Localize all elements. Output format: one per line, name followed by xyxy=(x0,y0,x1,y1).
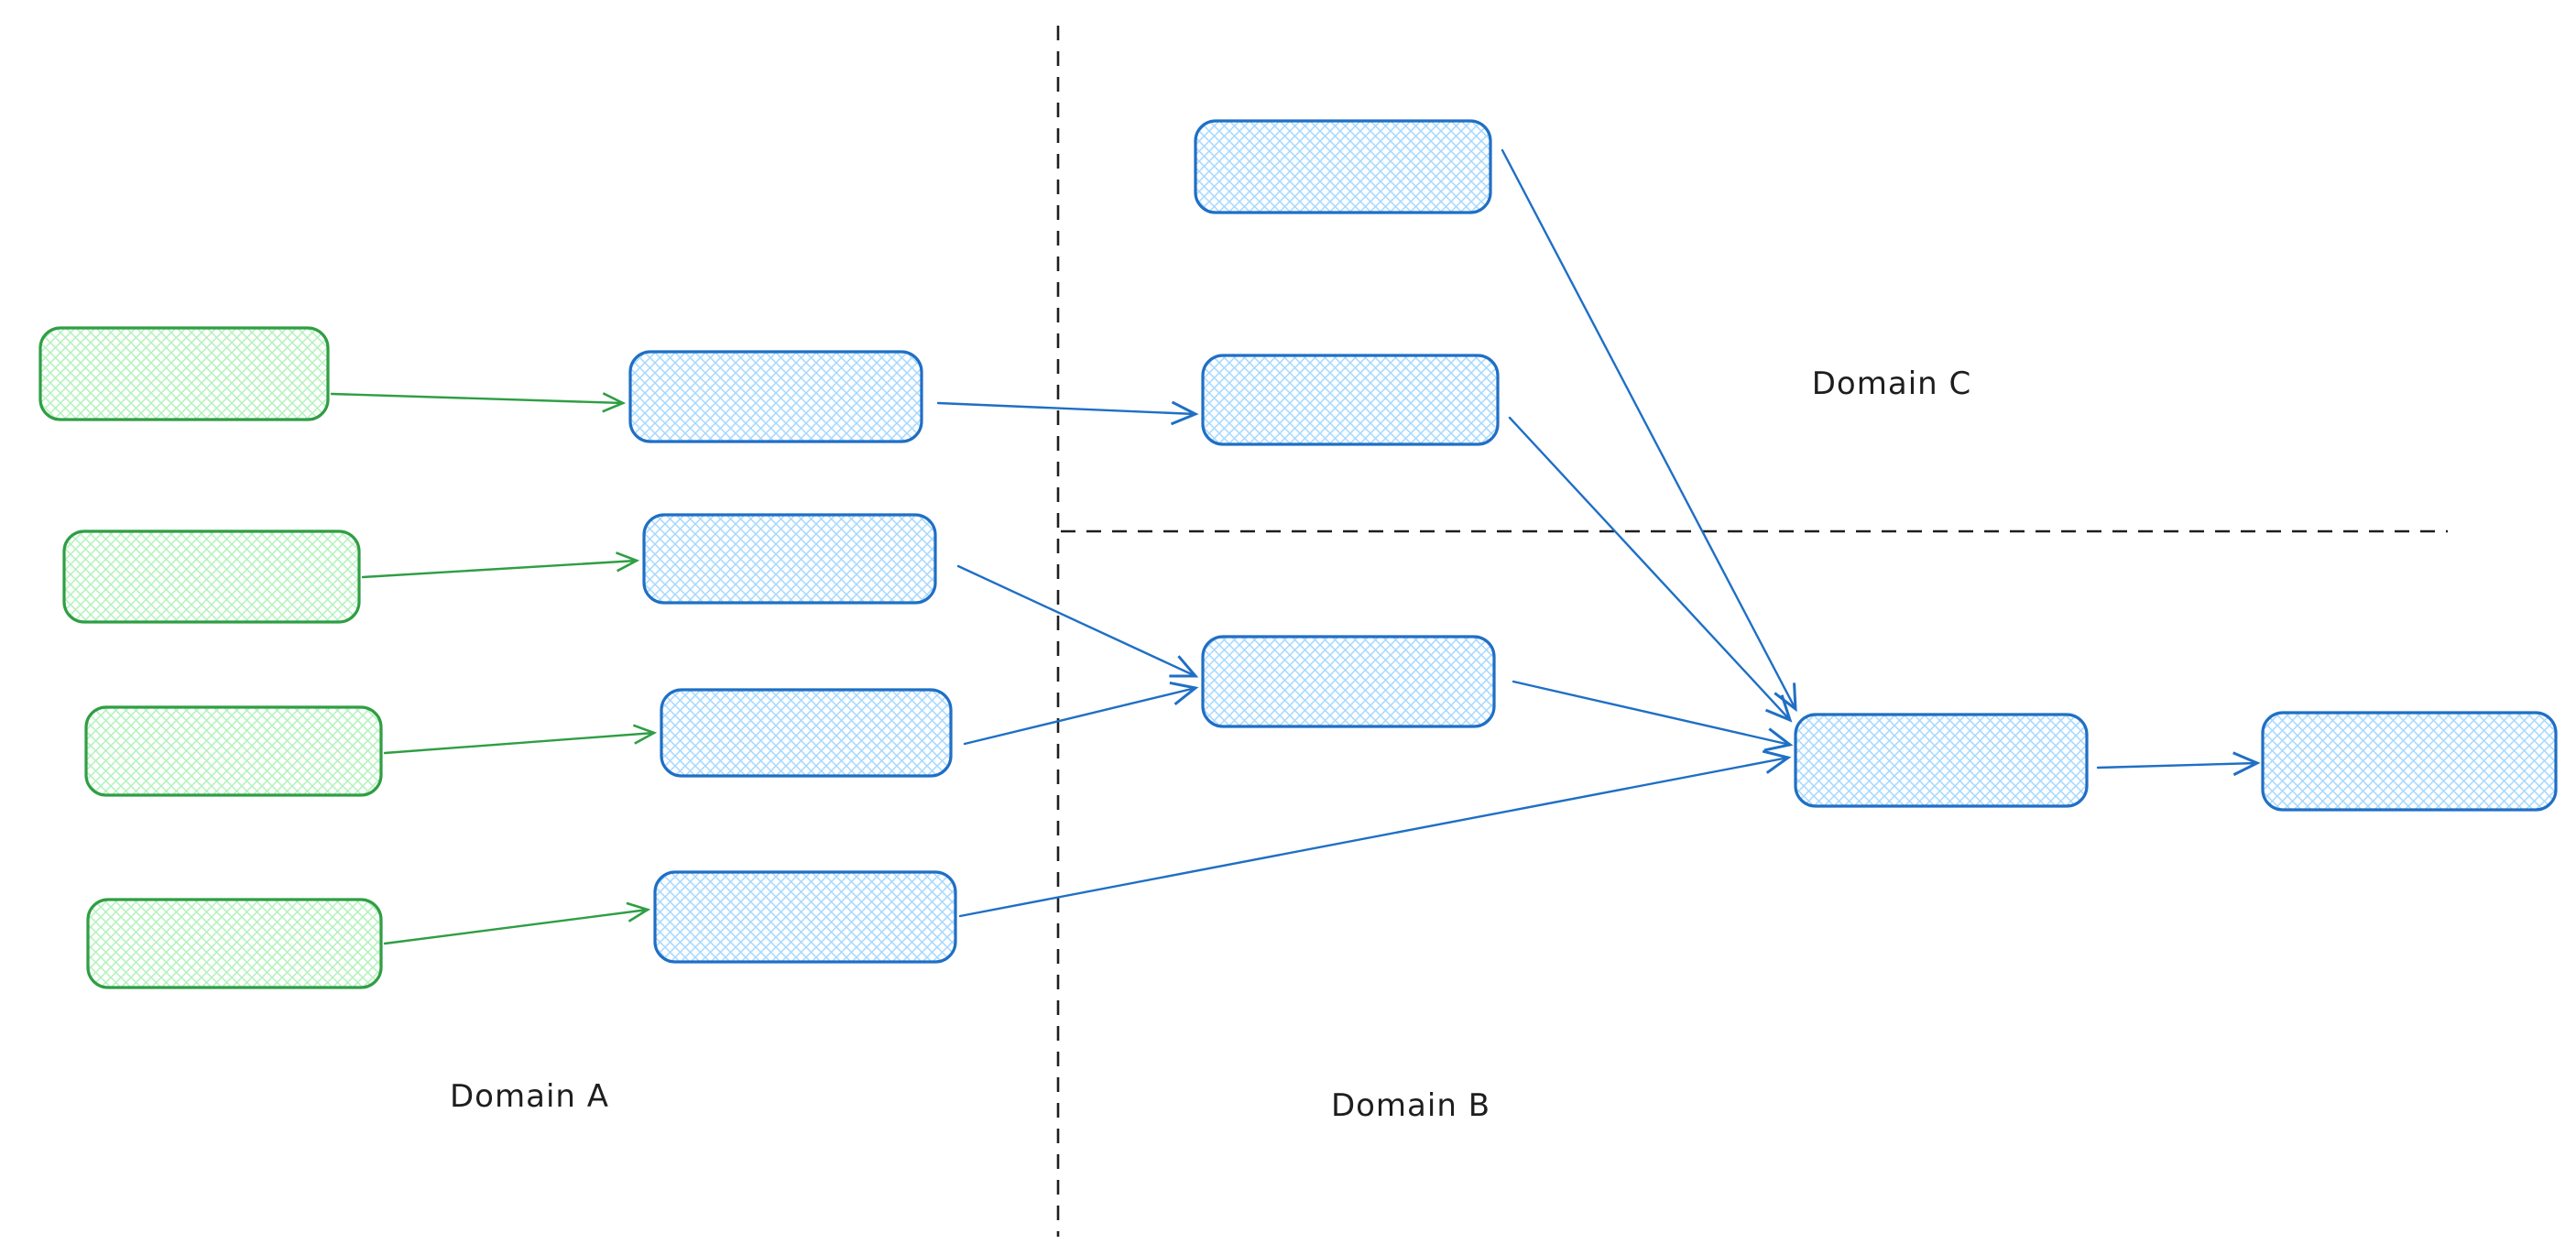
node-a-process-2 xyxy=(642,513,937,605)
edge-a-source-1-to-a-process-1 xyxy=(330,392,627,413)
node-a-process-3 xyxy=(660,688,953,778)
nodes-layer xyxy=(38,119,2558,989)
domain-b-label: Domain B xyxy=(1331,1087,1490,1124)
edge-a-source-2-to-a-process-2 xyxy=(361,551,640,579)
node-a-process-1 xyxy=(628,350,923,443)
node-b-box-1 xyxy=(1201,635,1496,728)
edge-a-source-4-to-a-process-4 xyxy=(383,901,651,945)
node-b-output xyxy=(2261,711,2558,812)
node-c-box-2 xyxy=(1201,354,1500,446)
domain-c-label: Domain C xyxy=(1812,366,1971,402)
edge-c-box-1-to-b-collector xyxy=(1501,148,1797,713)
domain-a-label: Domain A xyxy=(450,1078,609,1115)
node-a-source-4 xyxy=(86,898,383,989)
node-a-source-1 xyxy=(38,326,330,421)
edge-a-process-4-to-b-collector xyxy=(958,749,1792,918)
edge-a-process-1-to-c-box-2 xyxy=(936,400,1199,426)
edges-layer xyxy=(330,148,2261,945)
edge-a-source-3-to-a-process-3 xyxy=(383,724,658,755)
node-a-source-2 xyxy=(62,529,361,624)
node-c-box-1 xyxy=(1194,119,1492,214)
edge-c-box-2-to-b-collector xyxy=(1508,416,1793,723)
labels-layer: Domain A Domain B Domain C xyxy=(450,366,1971,1124)
dividers-layer xyxy=(1056,26,2448,1237)
node-a-source-3 xyxy=(84,705,383,797)
edge-b-box-1-to-b-collector xyxy=(1512,680,1794,752)
node-a-process-4 xyxy=(653,870,957,964)
edge-a-process-2-to-b-box-1 xyxy=(956,564,1199,678)
edge-b-collector-to-b-output xyxy=(2096,751,2261,777)
edge-a-process-3-to-b-box-1 xyxy=(963,681,1199,746)
node-b-collector xyxy=(1794,713,2089,808)
